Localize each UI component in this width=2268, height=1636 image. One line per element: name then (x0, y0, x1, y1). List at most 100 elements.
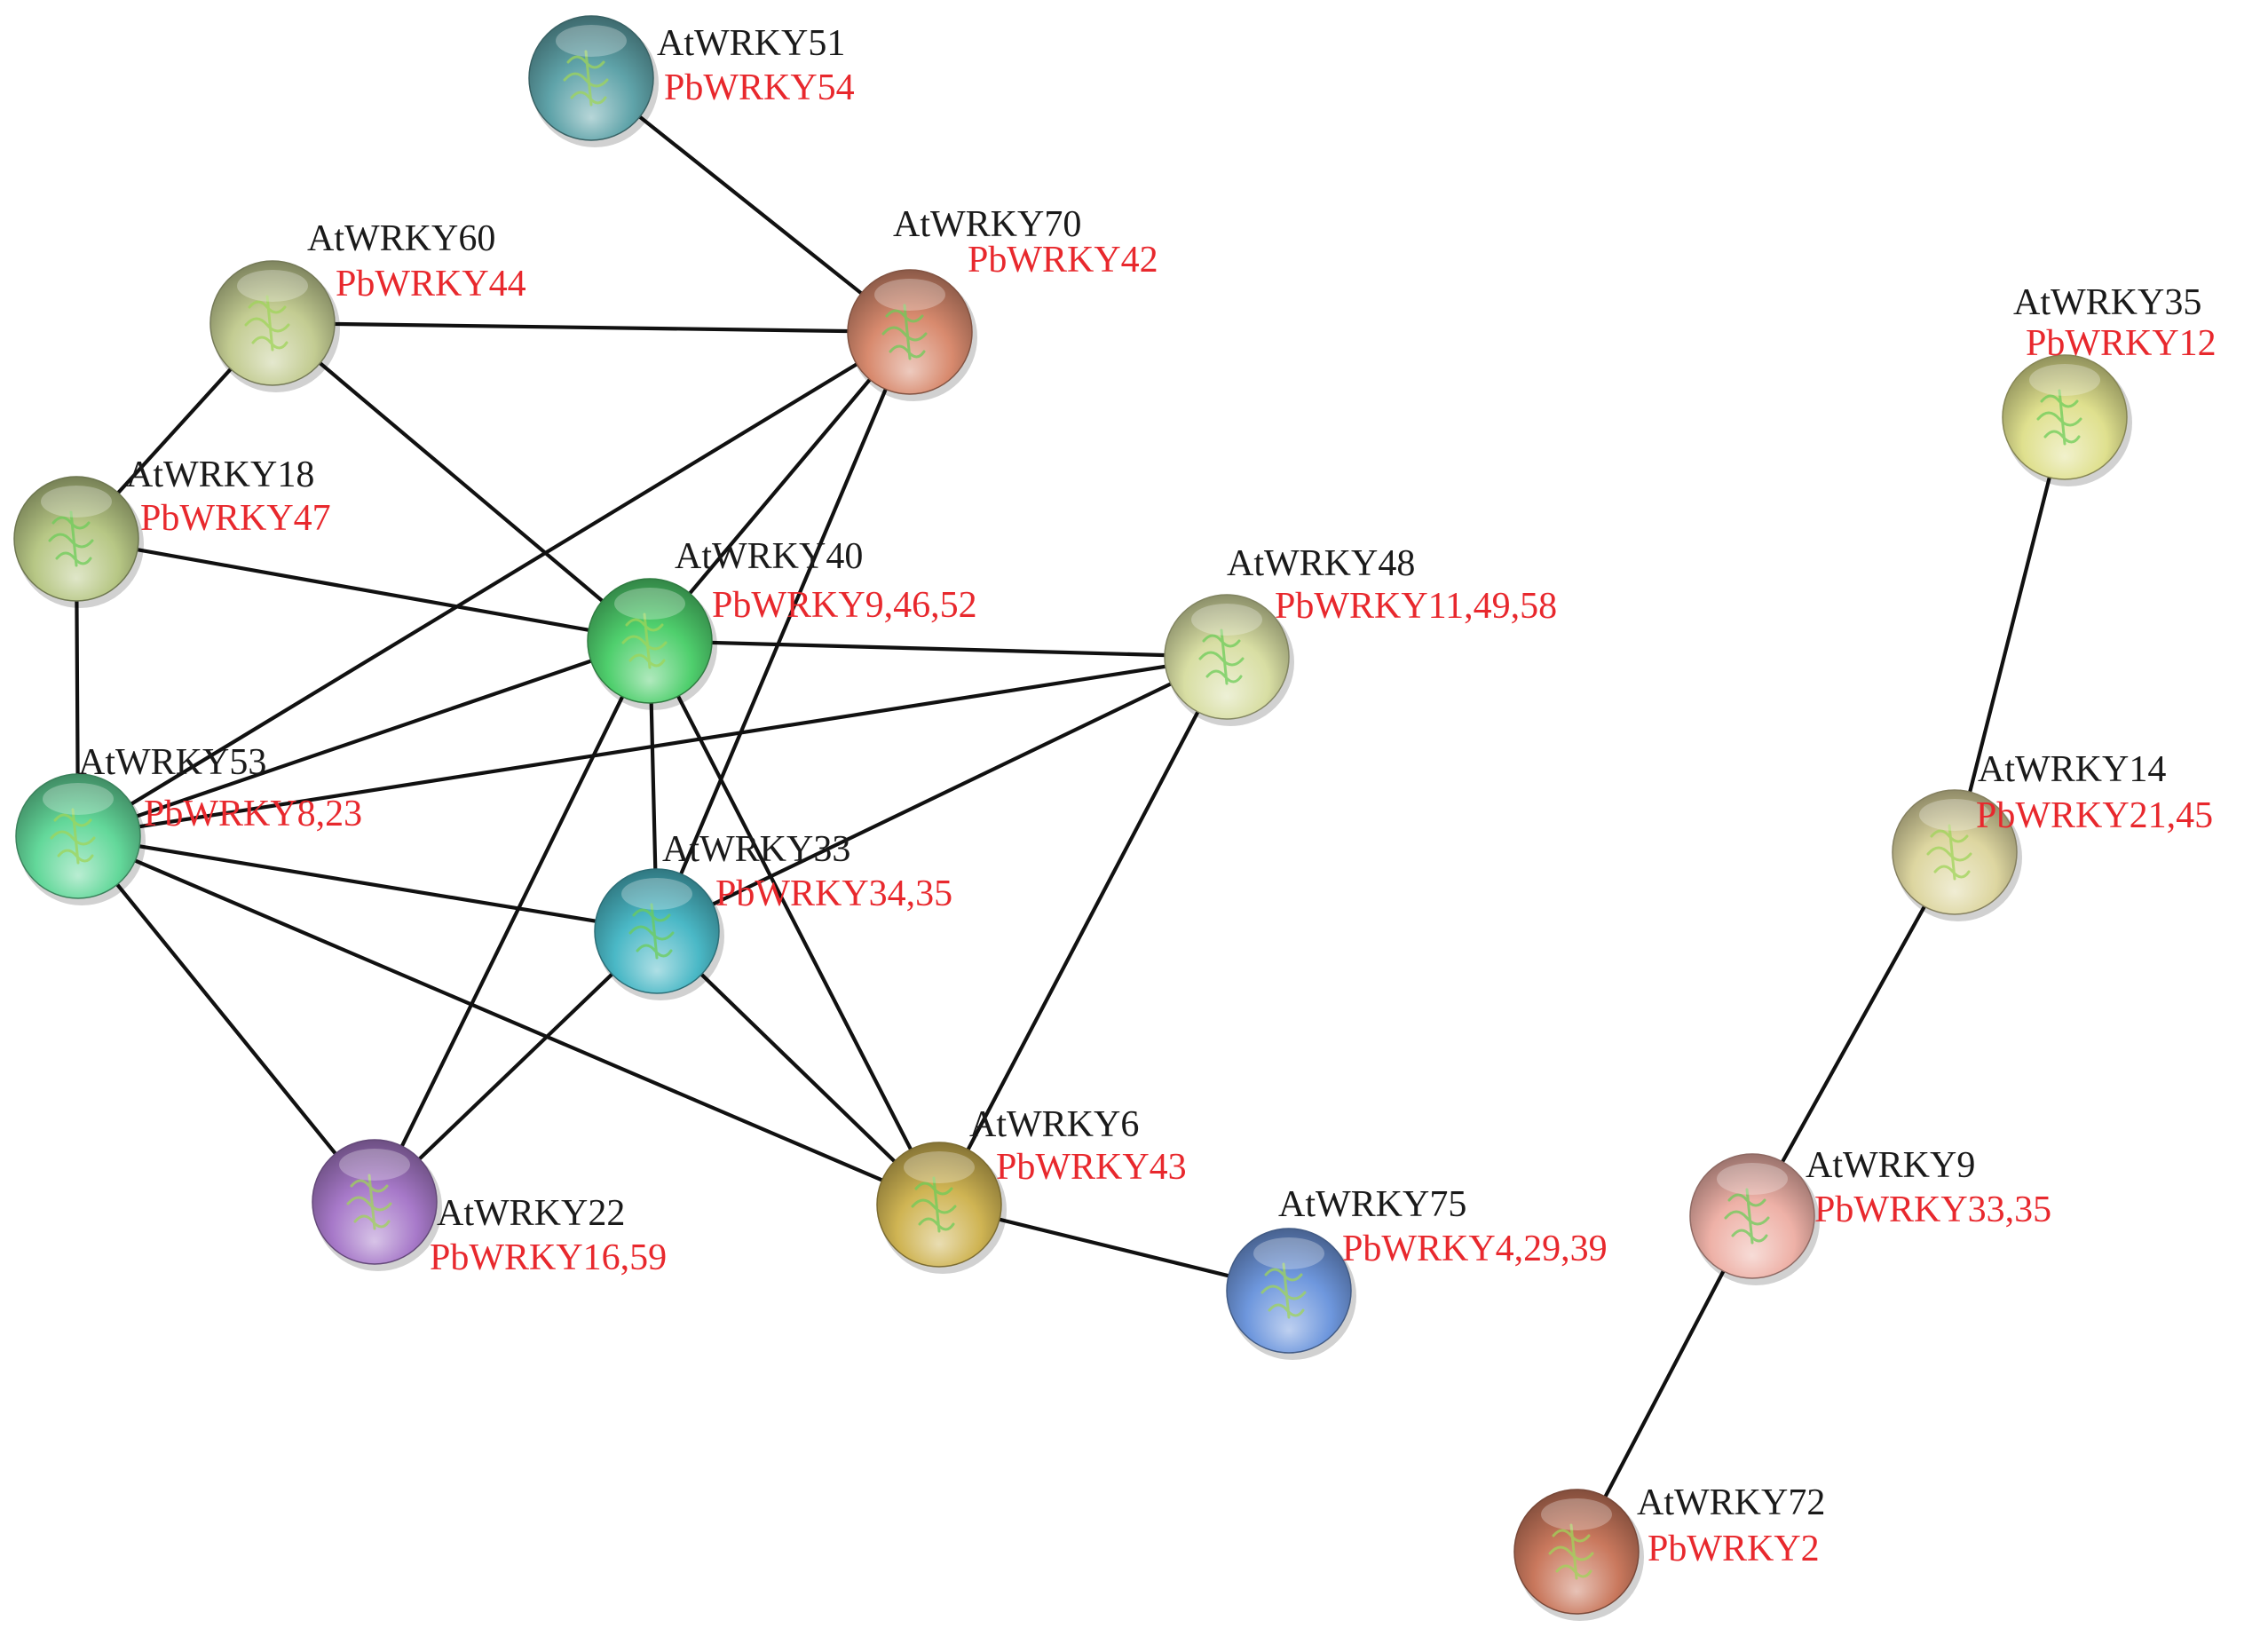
node-sphere (528, 15, 654, 141)
edge-AtWRKY48-AtWRKY53 (75, 654, 1229, 839)
node-sphere (594, 868, 720, 994)
node-atwrky14[interactable] (1892, 789, 2022, 921)
pb-label-atwrky33: PbWRKY34,35 (715, 873, 952, 914)
at-label-atwrky33: AtWRKY33 (662, 829, 850, 870)
node-highlight (621, 878, 692, 910)
pb-label-atwrky35: PbWRKY12 (2026, 323, 2217, 364)
node-atwrky75[interactable] (1226, 1228, 1356, 1360)
pb-label-atwrky48: PbWRKY11,49,58 (1275, 586, 1557, 627)
protein-structure-icon (1548, 1523, 1594, 1580)
node-atwrky35[interactable] (2002, 354, 2132, 486)
pb-label-atwrky40: PbWRKY9,46,52 (712, 585, 977, 626)
node-sphere (209, 260, 336, 386)
node-highlight (904, 1151, 975, 1183)
protein-structure-icon (346, 1174, 392, 1230)
node-sphere (1513, 1489, 1640, 1615)
protein-structure-icon (244, 295, 290, 352)
node-atwrky6[interactable] (876, 1142, 1007, 1274)
node-highlight (237, 270, 308, 302)
at-label-atwrky40: AtWRKY40 (675, 536, 863, 577)
pb-label-atwrky53: PbWRKY8,23 (144, 794, 362, 834)
node-sphere (847, 269, 973, 395)
protein-structure-icon (563, 50, 609, 107)
at-label-atwrky75: AtWRKY75 (1278, 1184, 1466, 1225)
node-atwrky40[interactable] (587, 578, 717, 710)
edge-AtWRKY33-AtWRKY22 (372, 929, 660, 1205)
at-label-atwrky72: AtWRKY72 (1637, 1482, 1825, 1523)
edge-AtWRKY18-AtWRKY40 (74, 536, 652, 644)
pb-label-atwrky70: PbWRKY42 (968, 240, 1158, 281)
at-label-atwrky51: AtWRKY51 (657, 23, 845, 64)
node-highlight (1717, 1163, 1788, 1195)
edge-AtWRKY48-AtWRKY33 (654, 654, 1229, 934)
node-highlight (1919, 799, 1990, 831)
node-sphere (1226, 1228, 1352, 1354)
edge-AtWRKY33-AtWRKY6 (654, 929, 942, 1207)
node-atwrky53[interactable] (15, 773, 146, 905)
edge-AtWRKY35-AtWRKY14 (1952, 415, 2067, 855)
node-highlight (2029, 364, 2100, 396)
node-highlight (1541, 1498, 1612, 1530)
edge-AtWRKY9-AtWRKY72 (1574, 1213, 1755, 1554)
node-highlight (41, 486, 112, 518)
node-atwrky22[interactable] (312, 1139, 442, 1271)
pb-label-atwrky75: PbWRKY4,29,39 (1342, 1229, 1608, 1269)
pb-label-atwrky6: PbWRKY43 (996, 1147, 1187, 1188)
node-highlight (339, 1149, 410, 1181)
node-atwrky51[interactable] (528, 15, 659, 147)
node-highlight (43, 783, 114, 815)
edge-AtWRKY53-AtWRKY33 (75, 834, 660, 934)
protein-structure-icon (911, 1176, 957, 1233)
protein-structure-icon (1260, 1262, 1307, 1319)
protein-structure-icon (48, 510, 94, 567)
node-highlight (556, 25, 627, 57)
protein-structure-icon (628, 903, 675, 960)
edge-AtWRKY70-AtWRKY33 (654, 329, 913, 934)
edge-AtWRKY40-AtWRKY6 (647, 638, 942, 1207)
pb-label-atwrky51: PbWRKY54 (664, 67, 855, 108)
edge-AtWRKY48-AtWRKY6 (936, 654, 1229, 1207)
edge-AtWRKY53-AtWRKY6 (75, 834, 942, 1207)
node-sphere (1164, 594, 1290, 720)
edge-AtWRKY70-AtWRKY53 (75, 329, 913, 839)
node-sphere (2002, 354, 2128, 480)
pb-label-atwrky14: PbWRKY21,45 (1976, 795, 2213, 836)
pb-label-atwrky60: PbWRKY44 (336, 264, 526, 304)
protein-structure-icon (621, 613, 668, 669)
protein-structure-icon (881, 304, 928, 360)
at-label-atwrky14: AtWRKY14 (1978, 749, 2166, 790)
at-label-atwrky48: AtWRKY48 (1227, 543, 1415, 584)
at-label-atwrky18: AtWRKY18 (126, 454, 314, 495)
edge-AtWRKY70-AtWRKY40 (647, 329, 913, 644)
edge-AtWRKY51-AtWRKY70 (589, 75, 913, 335)
node-sphere (13, 476, 139, 602)
protein-structure-icon (1198, 628, 1245, 685)
node-atwrky48[interactable] (1164, 594, 1294, 726)
node-atwrky60[interactable] (209, 260, 340, 392)
edge-AtWRKY14-AtWRKY9 (1750, 850, 1957, 1219)
nodes-layer (13, 15, 2132, 1621)
protein-structure-icon (1926, 824, 1972, 881)
pb-label-atwrky22: PbWRKY16,59 (430, 1237, 667, 1278)
at-label-atwrky22: AtWRKY22 (437, 1193, 625, 1234)
node-atwrky70[interactable] (847, 269, 977, 401)
node-highlight (614, 588, 685, 620)
node-atwrky72[interactable] (1513, 1489, 1644, 1621)
node-atwrky18[interactable] (13, 476, 144, 608)
edge-AtWRKY60-AtWRKY70 (270, 320, 913, 335)
at-label-atwrky35: AtWRKY35 (2013, 282, 2201, 323)
at-label-atwrky6: AtWRKY6 (969, 1104, 1139, 1145)
labels-layer: AtWRKY51PbWRKY54AtWRKY70PbWRKY42AtWRKY60… (78, 23, 2217, 1569)
node-atwrky33[interactable] (594, 868, 724, 1000)
node-highlight (1253, 1237, 1324, 1269)
node-highlight (874, 279, 945, 311)
node-highlight (1191, 604, 1262, 636)
edge-AtWRKY40-AtWRKY53 (75, 638, 652, 839)
edge-AtWRKY40-AtWRKY22 (372, 638, 652, 1205)
node-sphere (587, 578, 713, 704)
node-atwrky9[interactable] (1689, 1153, 1820, 1285)
protein-structure-icon (50, 808, 96, 865)
at-label-atwrky60: AtWRKY60 (307, 218, 495, 259)
pb-label-atwrky18: PbWRKY47 (140, 498, 331, 539)
